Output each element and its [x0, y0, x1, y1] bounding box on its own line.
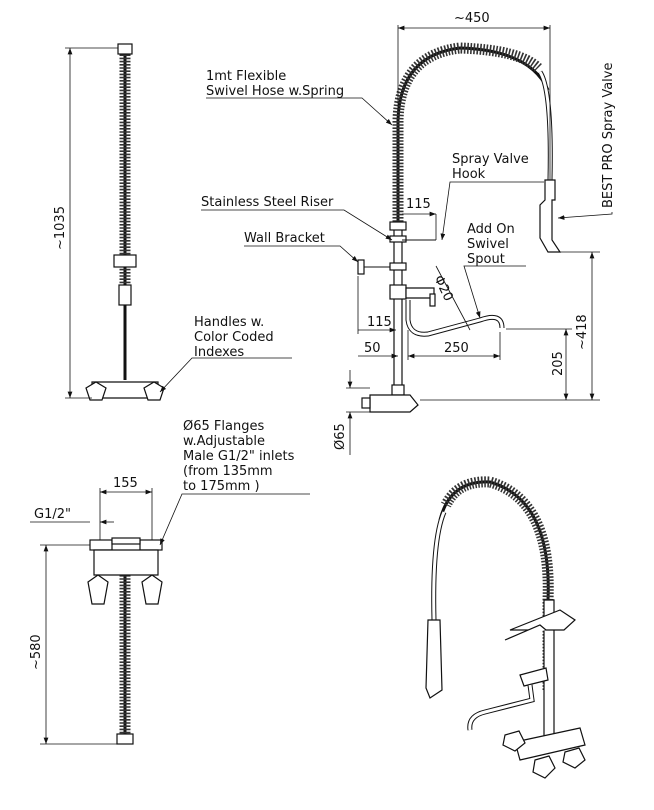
inlet-spacing-dim: 155: [113, 476, 138, 491]
flange-label-line3: Male G1/2" inlets: [183, 449, 295, 464]
top-height-dim: ~580: [29, 634, 44, 670]
side-view: ~450 1mt Flexible Swivel Hose w.Spring S…: [201, 11, 616, 455]
riser-clamp: [118, 284, 132, 306]
hose-label-line2: Swivel Hose w.Spring: [206, 84, 344, 99]
wall-bracket-label: Wall Bracket: [244, 231, 325, 246]
spray-valve: [539, 179, 562, 253]
right-handle: [143, 381, 165, 401]
flange-dim: Ø65: [333, 423, 348, 450]
offset-dim: 50: [364, 341, 381, 356]
flange-label-line4: (from 135mm: [183, 464, 273, 479]
flange-label-line1: Ø65 Flanges: [183, 419, 264, 434]
handles-label-line3: Indexes: [194, 345, 244, 360]
valve-height-dim: ~418: [575, 314, 590, 350]
spout-label-line2: Swivel: [467, 237, 509, 252]
spray-hook-label-line2: Hook: [452, 167, 486, 182]
riser-label: Stainless Steel Riser: [201, 195, 334, 210]
bracket-dim: 115: [367, 315, 392, 330]
stainless-steel-riser: [393, 227, 403, 391]
left-flange: [89, 539, 113, 551]
front-view: ~1035 Handles w. Color Coded Indexes: [53, 43, 292, 401]
width-dim: ~450: [454, 11, 490, 26]
hose-label-line1: 1mt Flexible: [206, 69, 286, 84]
spout-length-dim: 250: [444, 341, 469, 356]
spray-valve-label: BEST PRO Spray Valve: [601, 63, 616, 209]
hose-top-fitting: [117, 43, 133, 55]
spout-label-line3: Spout: [467, 252, 505, 267]
flange-label-line5: to 175mm ): [183, 479, 260, 494]
inlet-label: G1/2": [34, 507, 71, 522]
handles-label-line2: Color Coded: [194, 330, 274, 345]
flange-label-line2: w.Adjustable: [183, 434, 265, 449]
handles-label-line1: Handles w.: [194, 315, 264, 330]
right-flange: [139, 539, 163, 551]
side-mixer-body: [369, 394, 419, 413]
spray-hook-label-line1: Spray Valve: [452, 152, 529, 167]
top-view: 155 G1/2" Ø65 Flanges w.Adjustable Male …: [29, 419, 310, 745]
spray-valve-body: [113, 254, 137, 268]
front-height-dim: ~1035: [53, 206, 68, 250]
isometric-view: [425, 476, 586, 779]
iso-spray-valve: [425, 619, 443, 699]
spout-label-line1: Add On: [467, 222, 515, 237]
hook-dim: 115: [406, 197, 431, 212]
spout-height-dim: 205: [551, 351, 566, 376]
